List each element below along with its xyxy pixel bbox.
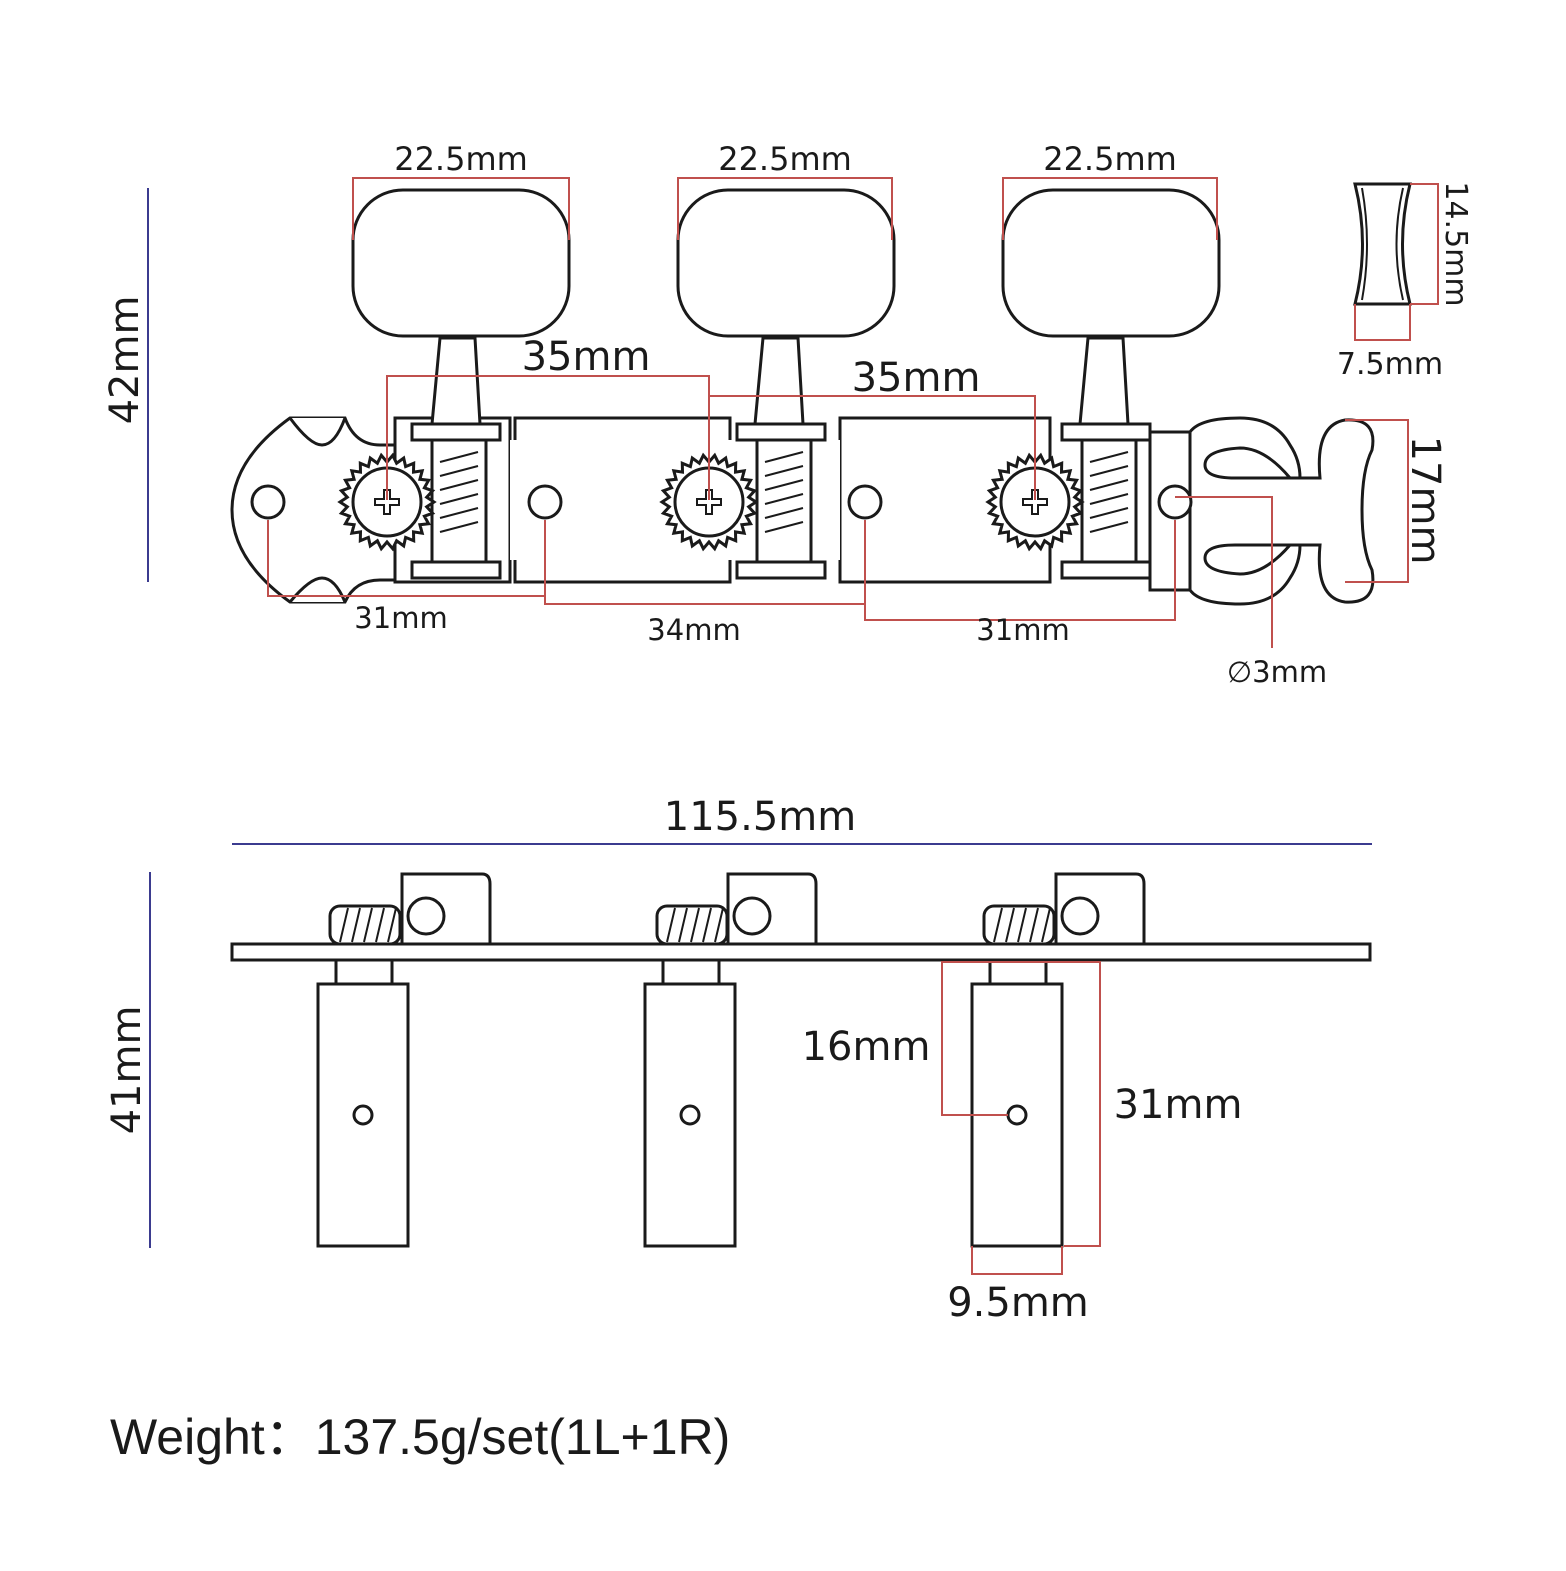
top-dimensions	[147, 177, 1409, 648]
worm-2	[755, 438, 813, 564]
dim-hole-diameter	[1175, 496, 1273, 648]
plate-left-end	[230, 416, 397, 604]
roller-neck-2	[661, 958, 721, 986]
stem-2	[753, 336, 805, 426]
roller-neck-1	[334, 958, 394, 986]
knob-3	[1001, 188, 1221, 338]
label-post-spacing-1: 35mm	[522, 334, 651, 380]
side-worms	[328, 904, 1056, 946]
side-rollers	[316, 958, 1064, 1248]
dim-knob-1	[352, 177, 570, 240]
label-end-height: 17mm	[1402, 436, 1448, 565]
knob-side-contour-left	[1361, 187, 1368, 301]
roller-hole-2	[679, 1104, 701, 1126]
label-hole-diameter: ∅3mm	[1227, 655, 1327, 689]
label-roller-width: 9.5mm	[947, 1280, 1089, 1326]
stem-1	[430, 336, 482, 426]
bracket-hole-3	[1060, 896, 1100, 936]
top-view: 22.5mm 22.5mm 22.5mm 35mm 35mm 31mm 34mm…	[102, 140, 1473, 689]
dim-knob-thickness	[1410, 183, 1439, 305]
dim-hole-spacing-1	[267, 520, 546, 597]
end-clip	[1188, 416, 1302, 606]
roller-hole-3	[1006, 1104, 1028, 1126]
weight-label: Weight：137.5g/set(1L+1R)	[110, 1409, 730, 1465]
mounting-hole-1	[250, 484, 286, 520]
side-brackets	[400, 872, 1146, 944]
worm-1	[430, 438, 488, 564]
dim-post-spacing-2	[709, 395, 1036, 500]
label-roller-length: 31mm	[1114, 1082, 1243, 1128]
stem-3	[1078, 336, 1130, 426]
screw-cross-icon	[374, 489, 400, 515]
roller-neck-3	[988, 958, 1048, 986]
bracket-hole-1	[406, 896, 446, 936]
dim-hole-spacing-3	[864, 520, 1176, 621]
dim-post-spacing-1	[386, 375, 710, 500]
screw-cross-icon	[696, 489, 722, 515]
washer-bottom-1	[410, 560, 502, 580]
dim-knob-side-width	[1354, 304, 1411, 341]
worm-3	[1080, 438, 1138, 564]
label-knob-thickness: 14.5mm	[1438, 181, 1473, 306]
dim-hole-spacing-2	[544, 520, 866, 605]
washer-top-2	[735, 422, 827, 442]
gear-2	[659, 452, 759, 552]
mounting-hole-4	[1157, 484, 1193, 520]
knob-2	[676, 188, 896, 338]
gear-3	[985, 452, 1085, 552]
knobs	[351, 188, 1221, 338]
side-view: 115.5mm 41mm 16mm 31mm 9.5mm	[104, 794, 1372, 1326]
label-roller-hole-height: 16mm	[802, 1024, 931, 1070]
label-overall-length: 115.5mm	[664, 794, 856, 840]
side-base-plate	[230, 942, 1372, 962]
gears	[337, 452, 1085, 552]
label-overall-height-top: 42mm	[102, 296, 148, 425]
label-knob-width-3: 22.5mm	[1043, 140, 1177, 178]
mounting-hole-3	[847, 484, 883, 520]
screw-cross-icon	[1022, 489, 1048, 515]
label-hole-spacing-2: 34mm	[647, 613, 740, 647]
worm-threads	[439, 451, 1129, 533]
knob-side-detail	[1353, 182, 1439, 341]
mounting-holes	[250, 484, 1193, 520]
roller-hole-1	[352, 1104, 374, 1126]
washer-bottom-2	[735, 560, 827, 580]
washer-bottom-3	[1060, 560, 1152, 580]
gear-1	[337, 452, 437, 552]
dim-roller-width	[971, 1246, 1063, 1275]
label-hole-spacing-3: 31mm	[976, 613, 1069, 647]
worm-shafts	[430, 438, 1138, 564]
plate-left-notch	[288, 417, 347, 447]
washer-top-1	[410, 422, 502, 442]
label-post-spacing-2: 35mm	[852, 355, 981, 401]
label-knob-width-2: 22.5mm	[718, 140, 852, 178]
knob-1	[351, 188, 571, 338]
plate-right-end	[1188, 416, 1375, 606]
mounting-hole-2	[527, 484, 563, 520]
dim-roller-hole-and-length	[941, 961, 1101, 1247]
bracket-hole-2	[732, 896, 772, 936]
label-knob-side-width: 7.5mm	[1337, 347, 1443, 382]
dim-knob-2	[677, 177, 893, 240]
end-bone	[1300, 418, 1375, 604]
side-worm-threads	[339, 907, 1051, 943]
label-overall-height-side: 41mm	[104, 1006, 150, 1135]
side-dimensions	[941, 961, 1101, 1275]
dim-knob-3	[1002, 177, 1218, 240]
knob-side-contour-right	[1395, 187, 1404, 301]
washer-top-3	[1060, 422, 1152, 442]
dim-end-height	[1345, 419, 1409, 583]
label-knob-width-1: 22.5mm	[394, 140, 528, 178]
label-hole-spacing-1: 31mm	[354, 601, 447, 635]
